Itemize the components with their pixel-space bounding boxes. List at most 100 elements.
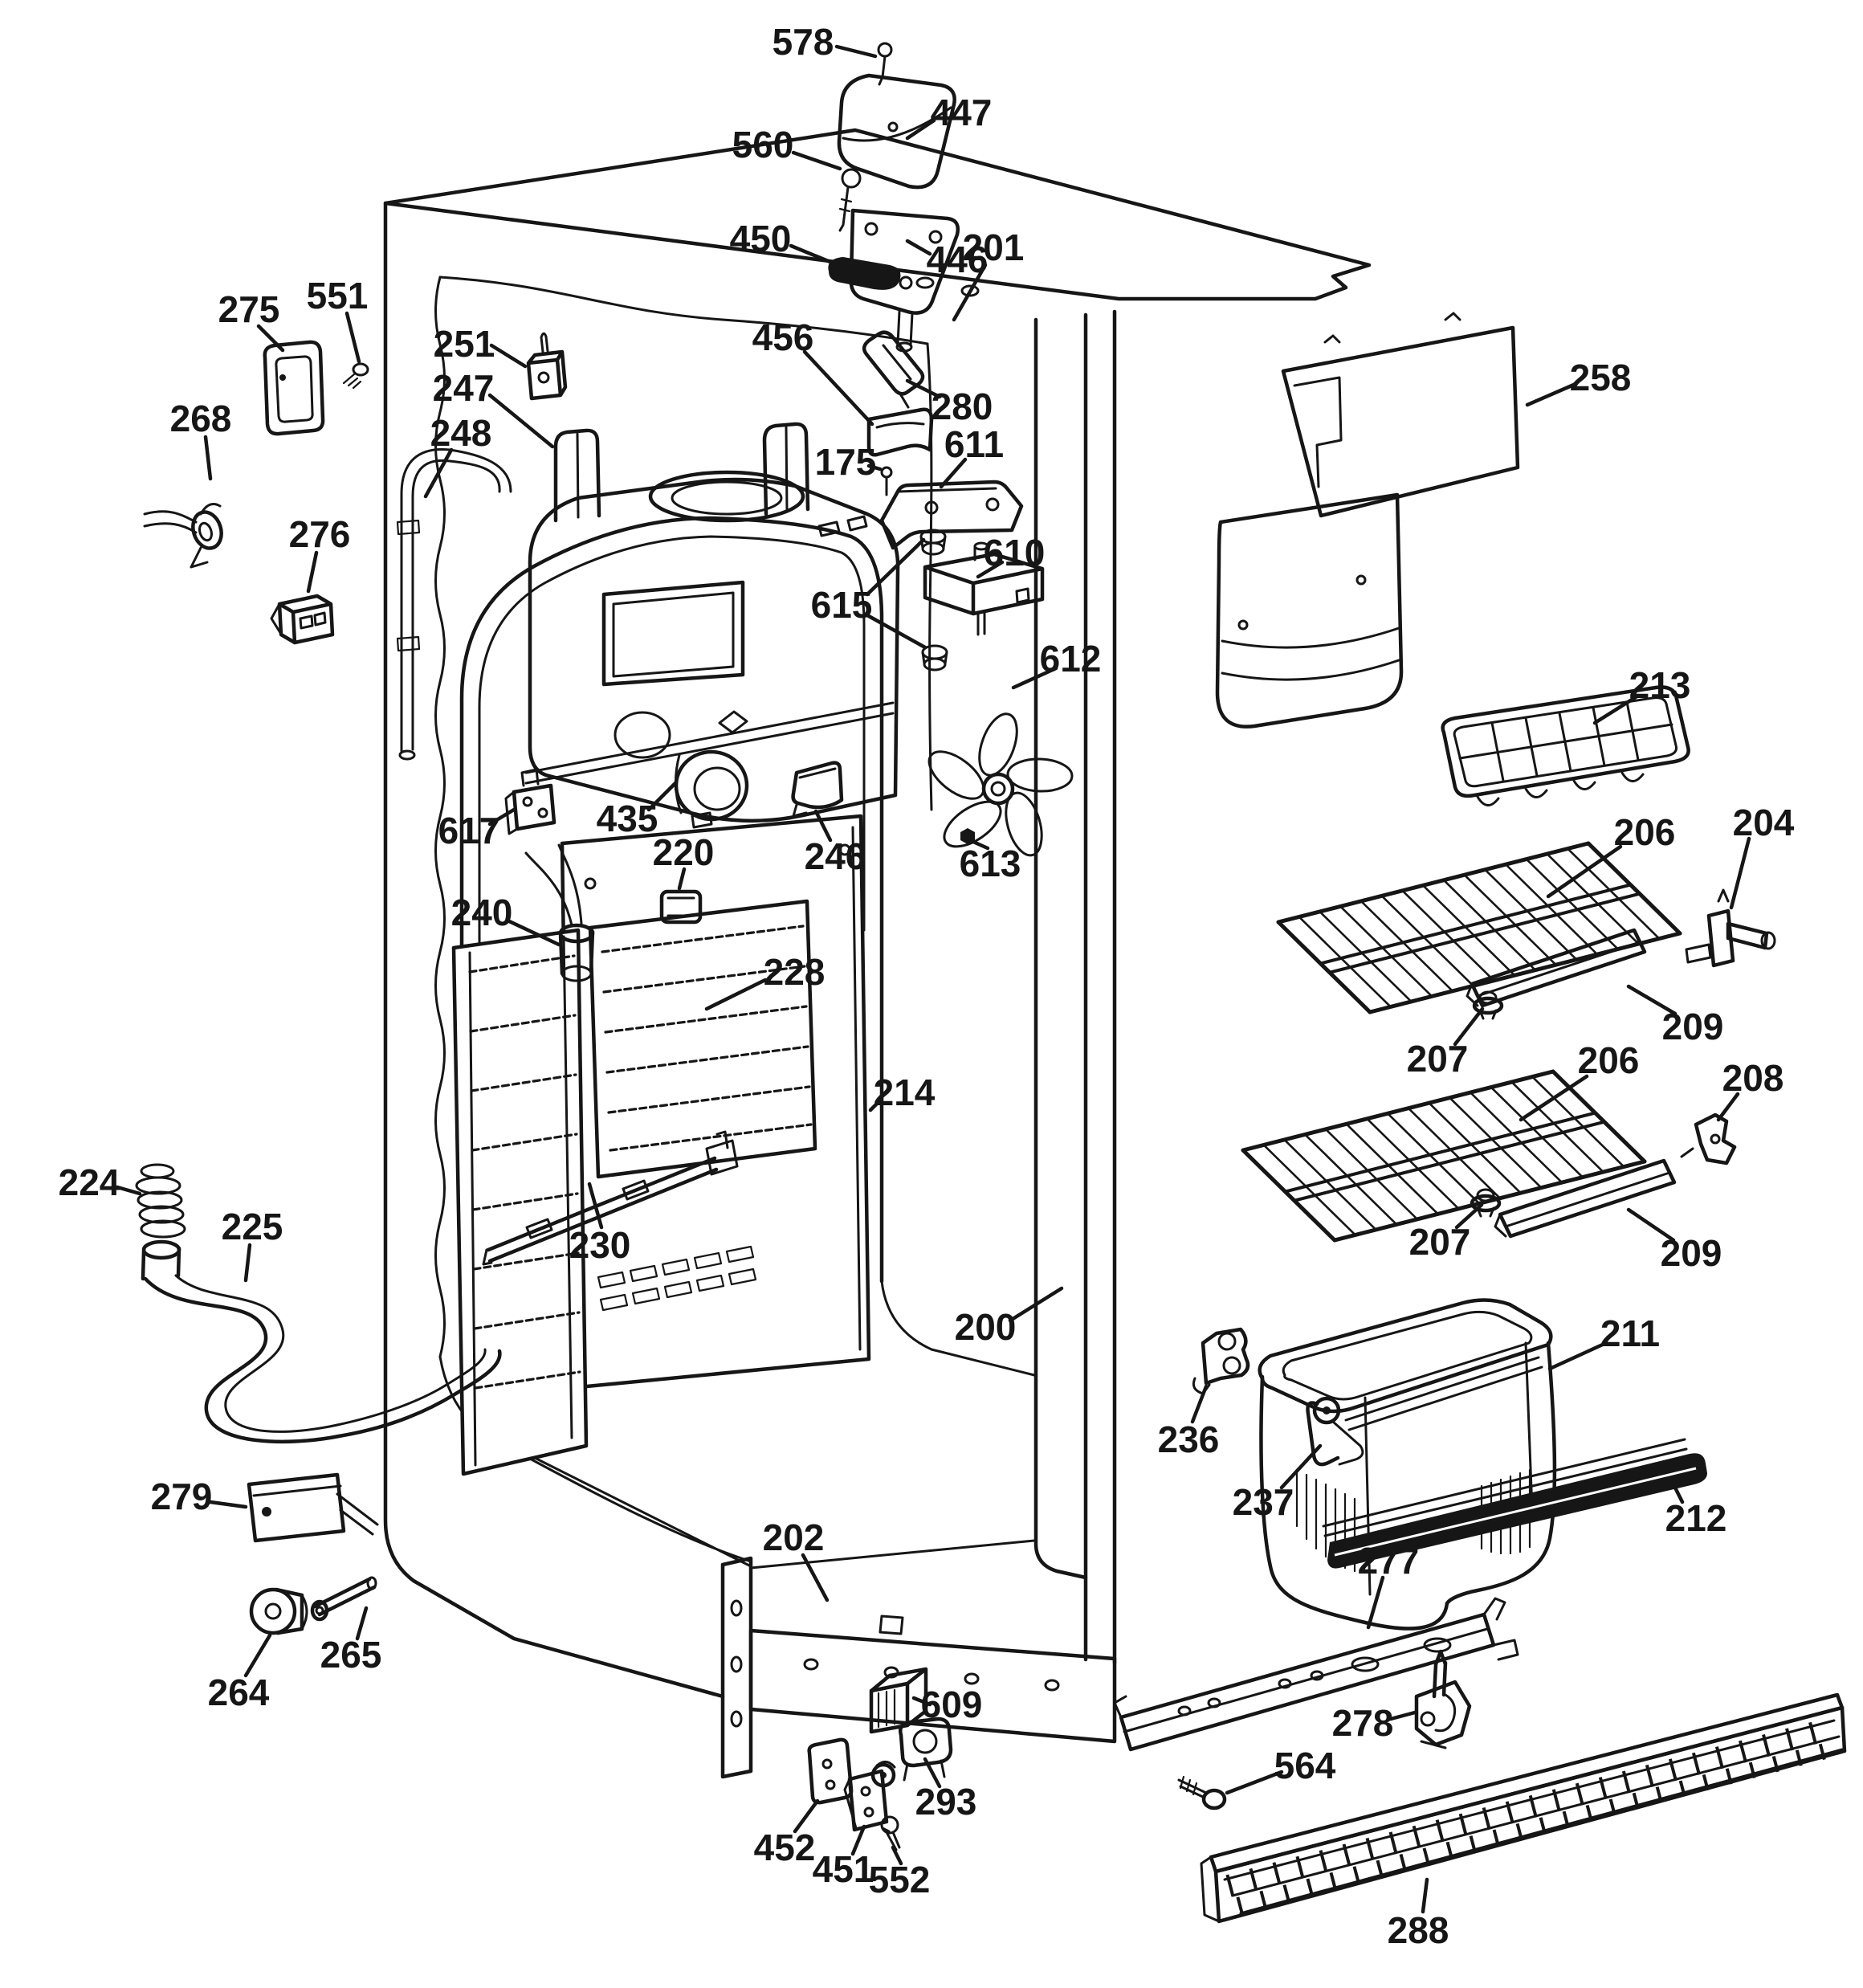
leader-line xyxy=(677,867,687,891)
leader-line xyxy=(1011,666,1058,690)
left-side-parts xyxy=(143,340,369,645)
part-label-207-24: 207 xyxy=(1407,1006,1485,1080)
thermostat-240 xyxy=(524,843,595,982)
part-label-201-5: 201 xyxy=(952,227,1024,322)
part-number-text: 207 xyxy=(1409,1221,1471,1263)
part-number-text: 275 xyxy=(218,288,280,330)
part-label-212-45: 212 xyxy=(1665,1479,1726,1539)
top-hinge-446 xyxy=(849,208,960,353)
part-number-text: 564 xyxy=(1274,1745,1336,1786)
part-label-206-22: 206 xyxy=(1546,811,1675,899)
bracket-617 xyxy=(504,768,556,835)
part-label-246-32: 246 xyxy=(805,809,866,877)
bracket-posts-247 xyxy=(553,422,810,523)
part-number-text: 609 xyxy=(921,1684,983,1725)
part-label-435-31: 435 xyxy=(597,780,679,839)
panel-louvers xyxy=(597,1245,757,1312)
leader-line xyxy=(923,1757,942,1789)
part-number-text: 613 xyxy=(960,843,1021,884)
wire-shelf-206-lower xyxy=(1241,1069,1647,1243)
liner-floor-right xyxy=(880,1280,1036,1377)
part-label-612-19: 612 xyxy=(1011,638,1101,690)
fan-motor-610 xyxy=(923,541,1045,636)
liner-arch-inner xyxy=(478,535,866,1359)
part-number-text: 278 xyxy=(1332,1702,1394,1744)
roller-280 xyxy=(862,330,925,409)
leader-line xyxy=(704,978,768,1011)
part-label-220-34: 220 xyxy=(653,831,714,891)
bracket-611 xyxy=(879,480,1024,550)
leader-line xyxy=(891,1845,903,1866)
foam-edge-bottom xyxy=(438,1355,752,1563)
part-label-613-33: 613 xyxy=(960,839,1021,884)
part-label-206-26: 206 xyxy=(1519,1039,1640,1122)
part-number-text: 611 xyxy=(944,423,1004,465)
leader-line xyxy=(1366,1575,1385,1630)
part-label-276-9: 276 xyxy=(289,513,350,594)
shelf-stud-207-lower xyxy=(1470,1188,1502,1218)
bracket-246 xyxy=(791,761,844,818)
leader-line xyxy=(905,118,936,141)
fan-duct-435 xyxy=(674,749,749,829)
part-label-247-11: 247 xyxy=(433,367,555,449)
part-label-456-13: 456 xyxy=(752,316,874,427)
shelf-trim-209-lower xyxy=(1494,1158,1677,1239)
part-label-211-42: 211 xyxy=(1547,1312,1660,1371)
leader-line xyxy=(791,150,842,171)
leader-line xyxy=(1454,1202,1484,1230)
cabinet-left-edge xyxy=(383,201,725,1699)
part-number-text: 206 xyxy=(1578,1039,1640,1081)
plug-276 xyxy=(270,594,335,645)
bin-trim-212 xyxy=(1322,1438,1707,1569)
leader-line xyxy=(208,1500,248,1509)
fan-blade-613 xyxy=(927,712,1074,857)
leader-line xyxy=(1279,1443,1323,1490)
part-label-288-58: 288 xyxy=(1388,1877,1449,1951)
part-number-text: 209 xyxy=(1662,1006,1724,1047)
part-number-text: 452 xyxy=(754,1827,816,1868)
leader-line xyxy=(939,457,968,489)
part-label-240-35: 240 xyxy=(451,892,561,947)
leader-line xyxy=(865,537,926,597)
part-number-text: 258 xyxy=(1570,357,1632,398)
part-label-237-44: 237 xyxy=(1233,1443,1323,1523)
part-label-617-30: 617 xyxy=(438,807,516,851)
part-number-text: 247 xyxy=(433,367,495,409)
leader-line xyxy=(1626,1207,1676,1243)
evaporator-cover-258 xyxy=(1215,312,1520,729)
evaporator-fan-assembly xyxy=(396,330,1074,857)
part-number-text: 213 xyxy=(1629,664,1691,706)
part-number-text: 446 xyxy=(927,239,989,280)
part-label-609-50: 609 xyxy=(911,1684,983,1725)
part-label-552-54: 552 xyxy=(869,1845,930,1900)
clamp-293 xyxy=(899,1717,953,1782)
grommet-450 xyxy=(828,257,901,290)
leader-line xyxy=(905,239,932,256)
leader-line xyxy=(801,1553,830,1602)
part-label-610-18: 610 xyxy=(976,532,1045,579)
drain-hose-225 xyxy=(141,1239,502,1444)
part-label-446-4: 446 xyxy=(905,239,989,280)
leader-line xyxy=(505,918,561,947)
part-number-text: 208 xyxy=(1722,1057,1784,1099)
part-label-209-29: 209 xyxy=(1626,1207,1722,1274)
leader-line xyxy=(487,807,516,827)
grommets-615 xyxy=(919,529,948,672)
part-label-202-49: 202 xyxy=(763,1517,830,1602)
leader-line xyxy=(1669,1479,1685,1504)
leader-line xyxy=(1716,1092,1740,1122)
part-number-text: 277 xyxy=(1358,1540,1420,1582)
part-number-text: 617 xyxy=(438,810,500,851)
part-label-293-51: 293 xyxy=(915,1757,976,1823)
bottom-left-parts xyxy=(135,1163,502,1635)
leader-line xyxy=(789,243,852,272)
bezel-275 xyxy=(263,340,325,436)
leader-line xyxy=(1453,1006,1485,1047)
part-label-265-48: 265 xyxy=(320,1606,381,1676)
drawer-rail-277 xyxy=(1113,1597,1519,1752)
hinge-cover-447 xyxy=(837,73,956,190)
part-number-text: 214 xyxy=(874,1072,936,1113)
part-label-275-6: 275 xyxy=(218,288,285,353)
leader-line xyxy=(489,343,528,369)
part-label-452-52: 452 xyxy=(754,1798,820,1868)
